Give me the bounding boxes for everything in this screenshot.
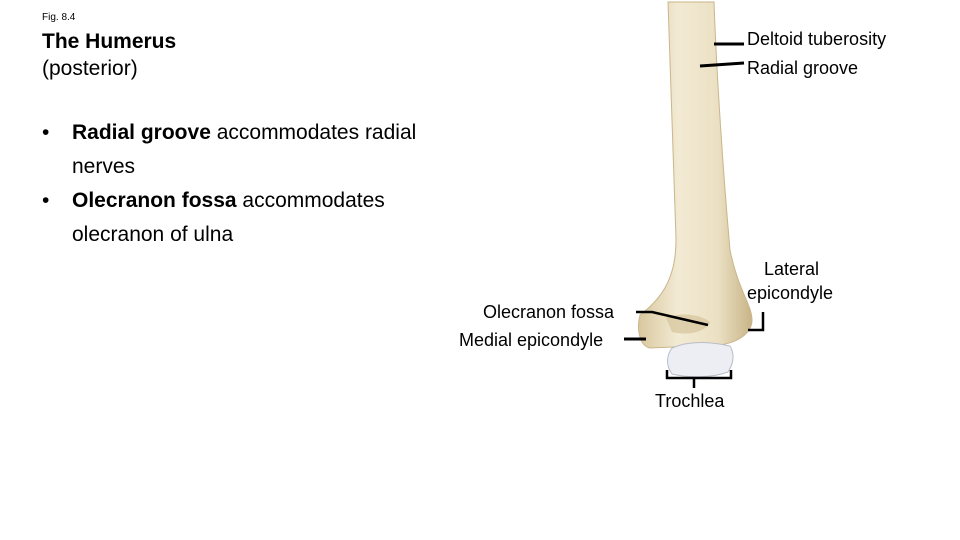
- leader-radial-groove: [699, 61, 745, 68]
- title-line-2: (posterior): [42, 57, 138, 80]
- bullet-item: • Radial groove accommodates radial nerve…: [42, 116, 462, 184]
- leader-olecranon-fossa: [636, 310, 709, 327]
- bullet-text: accommodates olecranon of ulna: [72, 189, 385, 246]
- bullet-term: Olecranon fossa: [72, 189, 237, 212]
- figure-number: Fig. 8.4: [42, 12, 76, 23]
- humerus-shaft: [637, 1, 753, 349]
- bullet-text: accommodates radial nerves: [72, 121, 417, 178]
- trochlea-shape: [667, 342, 734, 378]
- leader-lateral-epicondyle: [748, 312, 765, 332]
- label-lateral-epicondyle-line1: Lateral: [764, 259, 820, 279]
- bullet-dot-icon: •: [42, 121, 50, 144]
- label-trochlea: Trochlea: [655, 391, 725, 411]
- label-radial-groove: Radial groove: [747, 58, 859, 78]
- label-lateral-epicondyle-line2: epicondyle: [747, 283, 834, 303]
- label-medial-epicondyle: Medial epicondyle: [459, 330, 604, 350]
- bullet-term: Radial groove: [72, 121, 211, 144]
- title-line-1: The Humerus: [42, 30, 177, 53]
- page-title: The Humerus (posterior): [42, 28, 176, 82]
- label-olecranon-fossa: Olecranon fossa: [483, 302, 615, 322]
- olecranon-fossa-shape: [666, 314, 710, 334]
- bullet-item: • Olecranon fossa accommodates olecranon …: [42, 184, 462, 252]
- bullet-dot-icon: •: [42, 189, 50, 212]
- leader-trochlea: [665, 370, 733, 388]
- bullet-list: • Radial groove accommodates radial nerve…: [42, 116, 462, 252]
- label-deltoid-tuberosity: Deltoid tuberosity: [747, 29, 887, 49]
